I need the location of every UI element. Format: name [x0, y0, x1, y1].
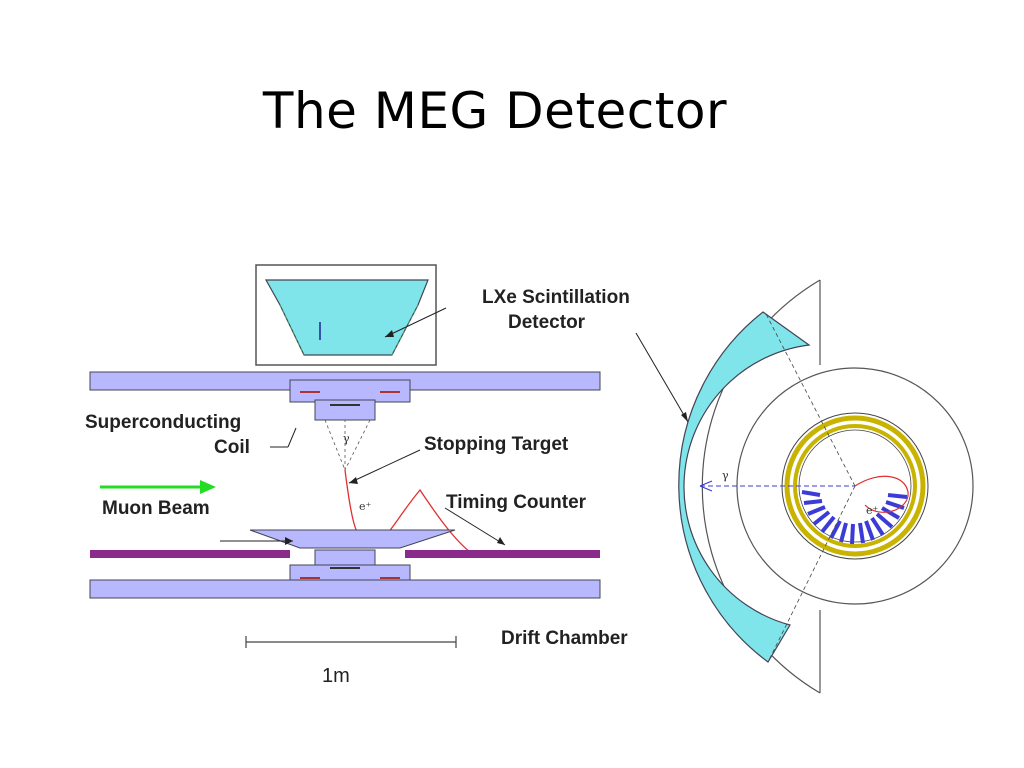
coil-label-line2: Coil: [214, 437, 250, 458]
lxe-label-line1: LXe Scintillation: [482, 287, 630, 308]
stopping-target-label: Stopping Target: [424, 434, 569, 455]
muon-beam-label: Muon Beam: [102, 498, 210, 519]
scale-label: 1m: [322, 665, 350, 687]
positron-label-side: e⁺: [359, 500, 372, 513]
side-view: γ e⁺: [89, 264, 601, 648]
timing-bar-left: [90, 550, 290, 558]
lxe-label-line2: Detector: [508, 312, 586, 333]
timing-counter-label: Timing Counter: [446, 492, 587, 513]
coil-label-line1: Superconducting: [85, 412, 241, 433]
slide-title: The MEG Detector: [262, 82, 728, 140]
gamma-label-end: γ: [722, 469, 729, 482]
lxe-detector-end: [678, 311, 811, 663]
drift-chamber-label: Drift Chamber: [501, 628, 628, 649]
positron-track-end: [854, 475, 909, 513]
lower-coil: [89, 579, 601, 599]
timing-bar-right: [405, 550, 600, 558]
coil-ring: [784, 415, 926, 557]
gamma-label-side: γ: [343, 432, 350, 445]
target-region: [249, 529, 456, 549]
drift-chamber-sectors: [801, 490, 908, 545]
end-view: e⁺ γ: [635, 279, 974, 694]
positron-label-end: e⁺: [866, 504, 879, 517]
